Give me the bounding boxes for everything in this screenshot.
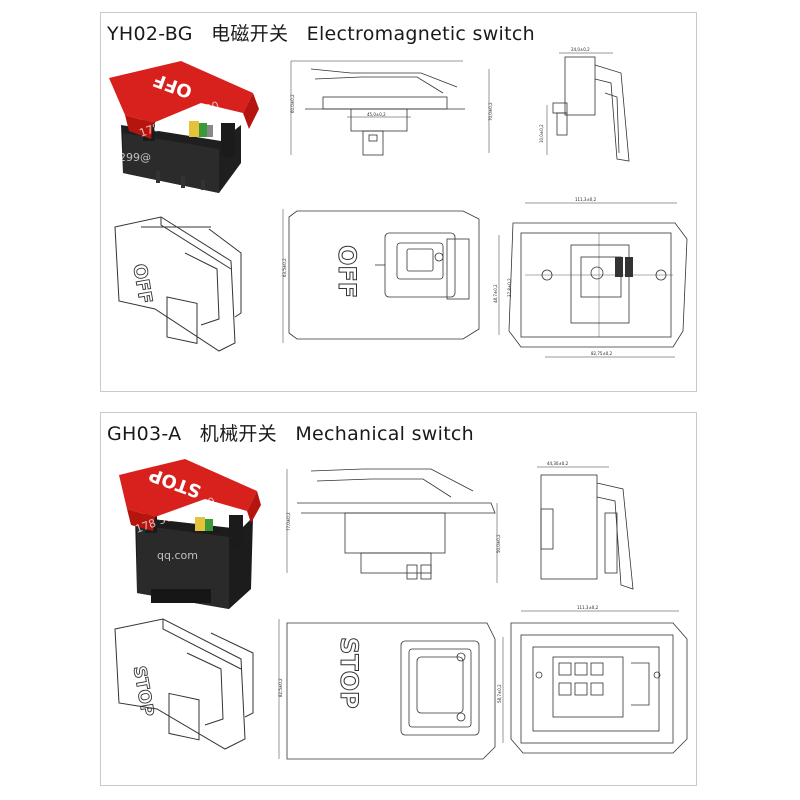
dim-rear-height: 48,7±0,2 [493,284,498,303]
dim-end-left: 10,0±0,2 [539,124,544,143]
dim-side-height: 77,0±0,2 [286,512,291,531]
dim-rear-height: 58,7±0,2 [497,684,502,703]
end-drawing-icon [537,466,634,590]
front-cover-label: STOP [335,637,363,709]
dim-side-height: 60,0±0,2 [290,94,295,113]
rear-drawing-icon [502,610,688,754]
side-drawing-icon [286,468,498,583]
rear-terminal-a [615,257,623,277]
dim-side-body: 50,0±0,2 [496,534,501,553]
english-name: Electromagnetic switch [306,23,535,45]
dim-front-height: 82,5±0,2 [278,678,283,697]
iso-cover-label: STOP [129,665,158,718]
chinese-name: 机械开关 [199,423,277,445]
watermark-text-2: 299@ [119,151,151,164]
panel-title: GH03-A 机械开关 Mechanical switch [107,419,486,446]
dim-rear-bottom: 82,75±0,2 [591,351,613,356]
model-code: YH02-BG [107,23,193,45]
iso-cover-label: OFF [128,262,156,305]
panel-electromagnetic-switch: YH02-BG 电磁开关 Electromagnetic switch OFF [100,12,697,392]
end-drawing-icon [546,52,630,162]
model-code: GH03-A [107,423,182,445]
dim-front-height: 63,5±0,2 [282,258,287,277]
iso-drawing-icon [114,618,254,750]
dim-side-total: 70,0±0,2 [488,102,493,121]
dim-rear-width: 111,3±0,2 [577,605,599,610]
rear-terminal-b [625,257,633,277]
technical-drawings: OFF 178 5020 9830 299@ 60,0±0,2 45,0±0,2… [109,47,688,358]
side-drawing-icon [290,60,490,156]
front-drawing-icon [282,209,480,343]
panel-title: YH02-BG 电磁开关 Electromagnetic switch [107,19,547,46]
english-name: Mechanical switch [295,423,475,445]
iso-drawing-icon [114,216,242,352]
dim-rear-inner: 37,8±0,2 [507,278,512,297]
watermark-text-2: qq.com [157,549,198,562]
dim-rear-width: 111,3±0,2 [575,197,597,202]
chinese-name: 电磁开关 [211,23,289,45]
rear-drawing-icon [498,202,688,358]
switch-photo-icon: STOP 178 5020 9830 qq.com [119,459,261,609]
technical-drawings: STOP 178 5020 9830 qq.com 77,0±0,2 50,0±… [114,459,688,760]
switch-photo-icon: OFF 178 5020 9830 299@ [109,61,259,193]
dim-end-top: 24,0±0,2 [571,47,590,52]
front-cover-label: OFF [333,245,361,298]
dim-side-body: 45,0±0,2 [367,112,386,117]
front-drawing-icon [278,619,496,760]
panel-mechanical-switch: GH03-A 机械开关 Mechanical switch STOP 178 5… [100,412,697,786]
dim-end-top: 44,30±0,2 [547,461,569,466]
